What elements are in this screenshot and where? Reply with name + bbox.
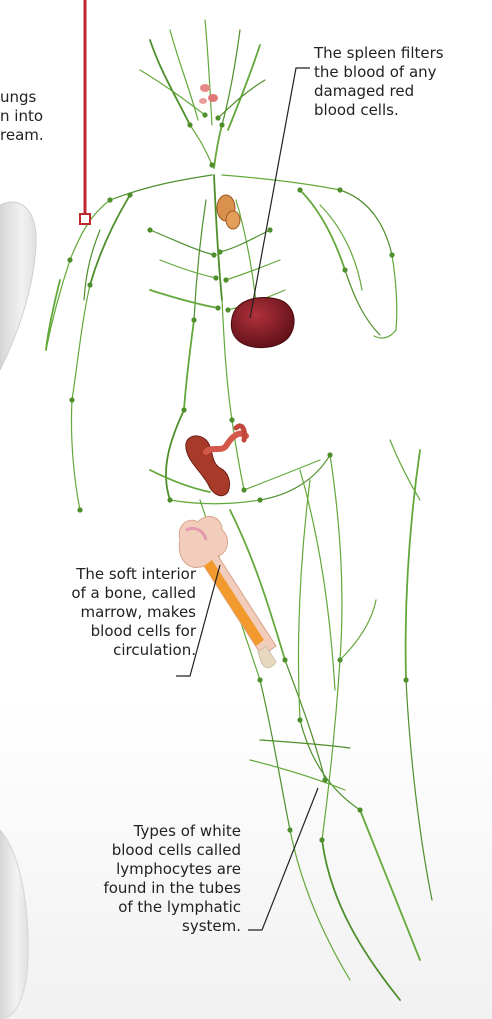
- lymph-vessel: [150, 40, 190, 125]
- lymph-vessel: [214, 125, 222, 168]
- lymph-node: [357, 807, 362, 812]
- lymph-node: [219, 122, 224, 127]
- lymph-node: [337, 657, 342, 662]
- lymph-vessel: [340, 600, 376, 660]
- lymph-vessel: [190, 125, 212, 165]
- spleen-annotation: The spleen filters the blood of any dama…: [314, 44, 444, 120]
- lymph-vessel: [84, 230, 100, 300]
- intestine-organ: [186, 426, 246, 496]
- lymph-vessel: [46, 280, 60, 350]
- lymph-node: [209, 162, 214, 167]
- lymph-node: [77, 507, 82, 512]
- lymph-node: [287, 827, 292, 832]
- lymph-vessel: [194, 200, 206, 320]
- lymph-node: [225, 307, 230, 312]
- lymph-node: [187, 122, 192, 127]
- lymph-node: [327, 452, 332, 457]
- lymph-vessel: [300, 470, 335, 690]
- lymph-vessel: [71, 400, 80, 510]
- lymph-vessel: [150, 290, 218, 308]
- lymph-vessel: [228, 45, 260, 130]
- lymph-vessel: [166, 410, 184, 500]
- lymph-node: [107, 197, 112, 202]
- lymph-node: [322, 777, 327, 782]
- lungs-annotation: ungs n into ream.: [0, 88, 44, 145]
- lymph-node: [217, 249, 222, 254]
- lymph-vessel: [320, 205, 362, 290]
- lymph-node: [403, 677, 408, 682]
- lymph-node: [87, 282, 92, 287]
- lymph-vessel: [46, 260, 70, 350]
- lymph-node: [223, 277, 228, 282]
- lymphocytes-annotation: Types of white blood cells called lympho…: [61, 822, 241, 936]
- lymph-node: [229, 417, 234, 422]
- tonsils-organ: [199, 84, 218, 104]
- lungs-callout-marker: [80, 0, 90, 224]
- lymph-node: [211, 252, 216, 257]
- lymph-node: [297, 187, 302, 192]
- lymph-node: [202, 112, 207, 117]
- lymph-vessel: [160, 260, 216, 278]
- lymph-vessel: [150, 230, 214, 255]
- lymph-node: [389, 252, 394, 257]
- lymph-node: [191, 317, 196, 322]
- lymph-vessel: [345, 270, 380, 335]
- lymph-node: [67, 257, 72, 262]
- lymph-vessel: [298, 480, 310, 720]
- lymph-vessel: [392, 255, 397, 330]
- lymph-node: [297, 717, 302, 722]
- lymph-node: [127, 192, 132, 197]
- lymph-node: [69, 397, 74, 402]
- lymph-vessel: [244, 460, 320, 490]
- lymph-node: [241, 487, 246, 492]
- lymph-vessel: [72, 285, 90, 400]
- lymph-node: [267, 227, 272, 232]
- lymph-vessel: [214, 175, 222, 300]
- lymph-node: [282, 657, 287, 662]
- lymph-node: [257, 677, 262, 682]
- lymph-vessel: [300, 190, 345, 270]
- lymph-node: [215, 115, 220, 120]
- lymph-node: [257, 497, 262, 502]
- lymph-vessel: [406, 450, 420, 680]
- lymph-node: [181, 407, 186, 412]
- lymph-vessel: [222, 175, 340, 190]
- lymph-vessel: [222, 30, 240, 125]
- lymph-node: [337, 187, 342, 192]
- lymph-vessel: [260, 455, 330, 500]
- lymph-vessel: [330, 455, 342, 660]
- lymph-vessel: [170, 500, 260, 504]
- lymph-node: [342, 267, 347, 272]
- lymph-vessel: [222, 300, 232, 420]
- lymph-node: [147, 227, 152, 232]
- lymph-vessel: [110, 175, 212, 200]
- lymph-node: [167, 497, 172, 502]
- lymph-vessel: [184, 320, 194, 410]
- lymph-vessel: [70, 200, 110, 260]
- spleen-organ: [231, 297, 294, 347]
- lymph-node: [319, 837, 324, 842]
- lymph-vessel: [205, 20, 212, 125]
- lymph-vessel: [374, 330, 396, 338]
- marrow-annotation: The soft interior of a bone, called marr…: [16, 565, 196, 660]
- spleen-leader: [250, 68, 310, 318]
- lymph-node: [215, 305, 220, 310]
- lymph-node: [213, 275, 218, 280]
